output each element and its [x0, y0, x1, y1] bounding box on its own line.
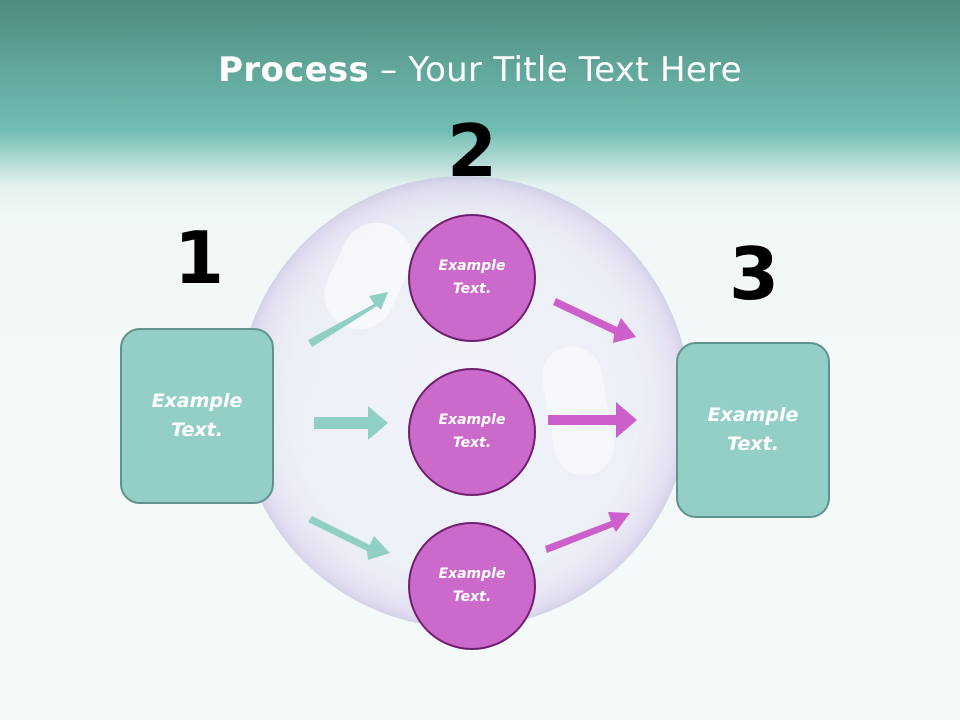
left-process-box: Example Text.: [120, 328, 274, 504]
step-number-1: 1: [173, 216, 225, 300]
teal-arrow-right: [314, 406, 388, 440]
title-bold: Process: [218, 50, 370, 90]
circle-line2: Text.: [452, 435, 492, 451]
pink-arrow-right: [548, 402, 637, 438]
circle-line2: Text.: [452, 281, 492, 297]
circle-line1: Example: [438, 258, 506, 274]
process-circle-bottom: Example Text.: [408, 522, 536, 650]
pink-arrow-up: [545, 512, 630, 553]
process-circle-top: Example Text.: [408, 214, 536, 342]
circle-line1: Example: [438, 566, 506, 582]
circle-line2: Text.: [452, 589, 492, 605]
left-box-line2: Text.: [171, 419, 223, 441]
right-box-line2: Text.: [727, 433, 779, 455]
teal-arrow-up: [308, 292, 388, 347]
title-rest: – Your Title Text Here: [369, 50, 742, 90]
step-number-2: 2: [446, 109, 498, 193]
left-box-line1: Example: [151, 390, 243, 412]
pink-arrow-down: [553, 298, 636, 343]
circle-line1: Example: [438, 412, 506, 428]
teal-arrow-down: [308, 516, 390, 560]
step-number-3: 3: [728, 232, 780, 316]
process-circle-middle: Example Text.: [408, 368, 536, 496]
right-box-line1: Example: [707, 404, 799, 426]
slide-title: Process – Your Title Text Here: [0, 50, 960, 90]
right-process-box: Example Text.: [676, 342, 830, 518]
